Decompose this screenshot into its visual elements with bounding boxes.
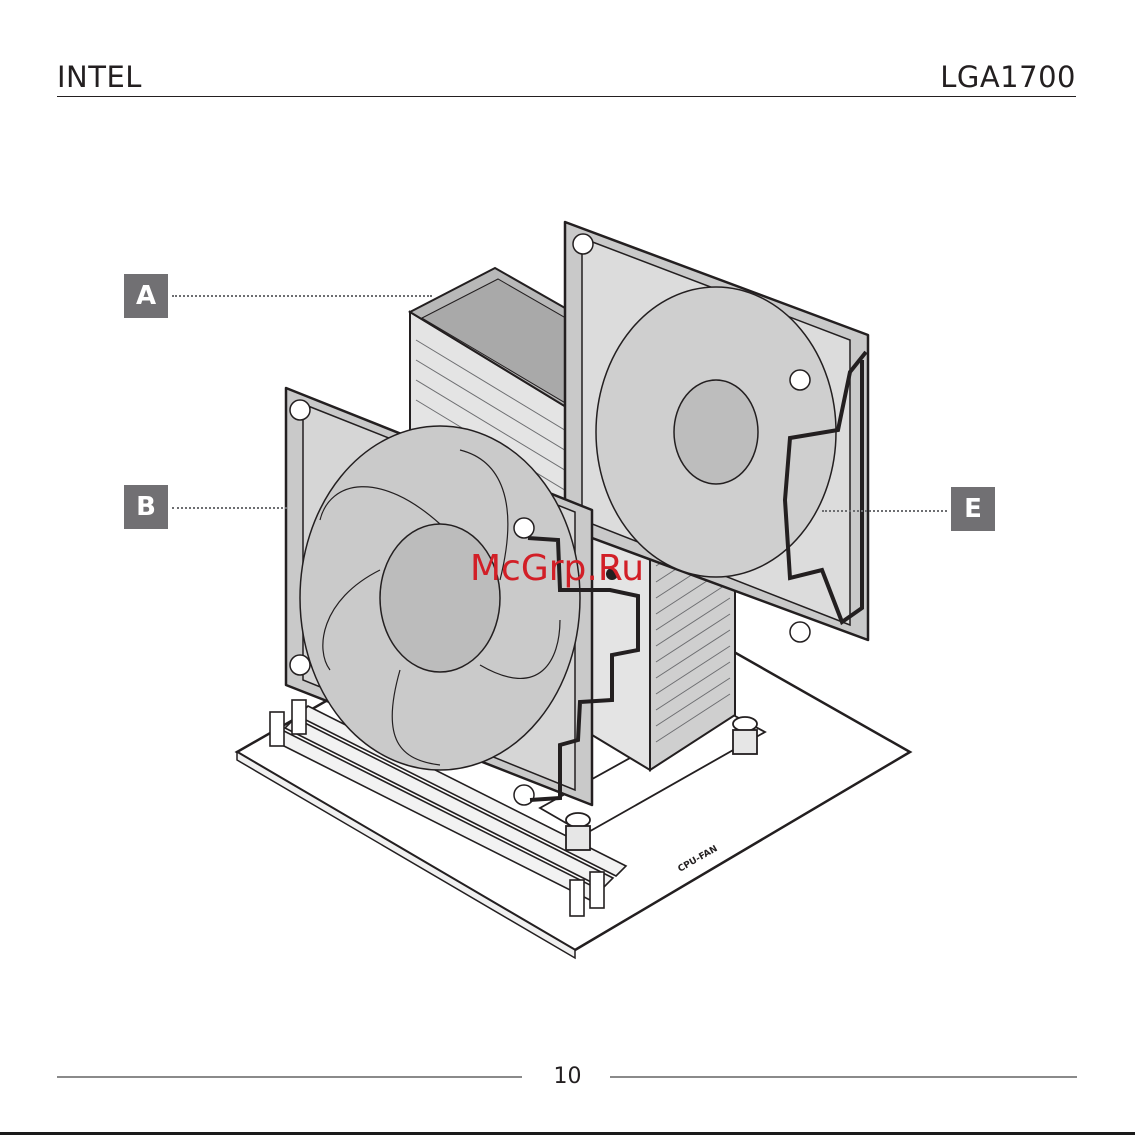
footer-rule-left [57, 1076, 522, 1078]
callout-a-leader [172, 295, 432, 297]
callout-b: B [124, 485, 168, 529]
page-number: 10 [540, 1064, 595, 1089]
callout-b-leader [172, 507, 287, 509]
watermark: McGrp.Ru [470, 548, 644, 589]
callout-e-leader [822, 510, 947, 512]
footer-rule-right [610, 1076, 1077, 1078]
callout-a: A [124, 274, 168, 318]
callout-e: E [951, 487, 995, 531]
